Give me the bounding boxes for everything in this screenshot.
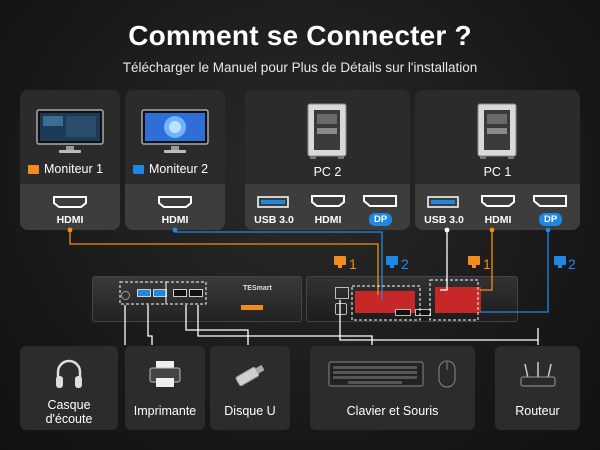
marker-1-orange-pc1: 1 xyxy=(483,256,491,272)
power-port-icon xyxy=(335,303,347,315)
marker-2-blue-pc1: 2 xyxy=(568,256,576,272)
audio-jack-icon xyxy=(121,291,130,300)
pc-2-card: PC 2 USB 3.0 HDMI DP xyxy=(245,90,410,230)
monitor-1-marker-icon xyxy=(28,165,39,174)
monitor-1-port-label: HDMI xyxy=(56,214,84,226)
pc-1-card: PC 1 USB 3.0 HDMI DP xyxy=(415,90,580,230)
device-headset-label-1: Casque xyxy=(47,398,91,412)
hdmi-out-port-icon xyxy=(395,309,411,316)
marker-1-orange: 1 xyxy=(349,256,357,272)
monitor-2-card: Moniteur 2 HDMI xyxy=(125,90,225,230)
router-icon xyxy=(520,362,556,387)
device-printer-label: Imprimante xyxy=(133,404,197,418)
pc-2-port-usb-label: USB 3.0 xyxy=(254,214,294,226)
pc-2-input-panel xyxy=(355,291,415,313)
pc-1-port-usb-label: USB 3.0 xyxy=(424,214,464,226)
pc-tower-icon xyxy=(477,103,517,159)
printer-icon xyxy=(149,361,181,387)
headset-icon xyxy=(56,359,82,388)
usb-port-icon xyxy=(173,289,187,297)
dp-port-icon xyxy=(363,195,397,207)
device-keyboard-mouse-label: Clavier et Souris xyxy=(346,404,439,418)
pc-1-port-hdmi-label: HDMI xyxy=(484,214,512,226)
kvm-brand: TESmart xyxy=(243,285,272,292)
monitor-2-marker-icon xyxy=(133,165,144,174)
usb-port-icon xyxy=(137,289,151,297)
dp-port-icon xyxy=(533,195,567,207)
hdmi-port-icon xyxy=(158,196,192,208)
page-title: Comment se Connecter ? xyxy=(128,20,472,51)
device-printer: Imprimante xyxy=(125,346,205,430)
pc-2-port-dp-label: DP xyxy=(369,213,393,226)
mouse-icon xyxy=(438,360,456,388)
usb-port-icon xyxy=(257,196,289,208)
kvm-indicator xyxy=(241,305,263,310)
monitor-2-port-label: HDMI xyxy=(161,214,189,226)
monitor-2-name: Moniteur 2 xyxy=(149,162,209,176)
pc-tower-icon xyxy=(307,103,347,159)
pc-2-port-hdmi-label: HDMI xyxy=(314,214,342,226)
pc-1-port-dp-label: DP xyxy=(539,213,563,226)
device-usb-drive: Disque U xyxy=(210,346,290,430)
keyboard-icon xyxy=(328,361,424,387)
device-headset: Casque d'écoute xyxy=(20,346,118,430)
ethernet-port-icon xyxy=(335,287,349,299)
usb-port-icon xyxy=(189,289,203,297)
monitor-icon xyxy=(141,109,209,153)
device-router: Routeur xyxy=(495,346,580,430)
monitor-1-card: Moniteur 1 HDMI xyxy=(20,90,120,230)
monitor-1-name: Moniteur 1 xyxy=(44,162,104,176)
hdmi-port-icon xyxy=(481,195,515,207)
kvm-front-panel: TESmart xyxy=(92,276,302,322)
pc-1-input-panel xyxy=(435,287,481,313)
hdmi-out-port-icon xyxy=(415,309,431,316)
usb-drive-icon xyxy=(235,364,265,387)
device-keyboard-mouse: Clavier et Souris xyxy=(310,346,475,430)
device-router-label: Routeur xyxy=(515,404,560,418)
monitor-icon xyxy=(36,109,104,153)
pc-1-name: PC 1 xyxy=(483,165,512,179)
page-subtitle: Télécharger le Manuel pour Plus de Détai… xyxy=(122,60,478,75)
usb-port-icon xyxy=(427,196,459,208)
pc-2-name: PC 2 xyxy=(313,165,342,179)
hdmi-port-icon xyxy=(311,195,345,207)
kvm-back-panel xyxy=(306,276,518,322)
hdmi-port-icon xyxy=(53,196,87,208)
device-usb-drive-label: Disque U xyxy=(224,404,276,418)
device-headset-label-2: d'écoute xyxy=(45,412,93,426)
marker-2-blue: 2 xyxy=(401,256,409,272)
